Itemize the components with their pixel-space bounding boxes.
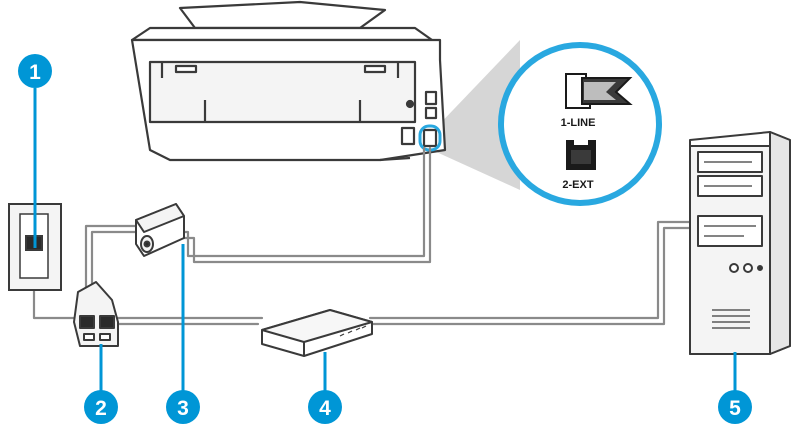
callout-5: 5 (718, 352, 752, 424)
svg-text:5: 5 (729, 397, 741, 420)
svg-text:4: 4 (319, 397, 331, 420)
zoom-cone (432, 40, 520, 190)
ext-port-label: 2-EXT (562, 179, 593, 191)
splitter-icon (73, 281, 119, 347)
dsl-modem-icon (261, 309, 373, 357)
callout-4: 4 (308, 352, 342, 424)
callout-2: 2 (84, 344, 118, 424)
cables (32, 146, 692, 326)
dsl-filter-icon (135, 203, 185, 257)
computer-tower-icon (689, 131, 791, 355)
printer-icon (130, 0, 447, 162)
svg-text:2: 2 (95, 397, 107, 420)
svg-text:3: 3 (177, 397, 189, 420)
callout-3: 3 (166, 244, 200, 424)
ext-jack-icon (566, 140, 596, 170)
port-zoom-inset: 1-LINE 2-EXT (498, 42, 662, 206)
line-port-label: 1-LINE (561, 117, 596, 129)
callout-1: 1 (18, 54, 52, 248)
svg-text:1: 1 (29, 61, 41, 84)
phone-jack-icon (565, 73, 633, 109)
